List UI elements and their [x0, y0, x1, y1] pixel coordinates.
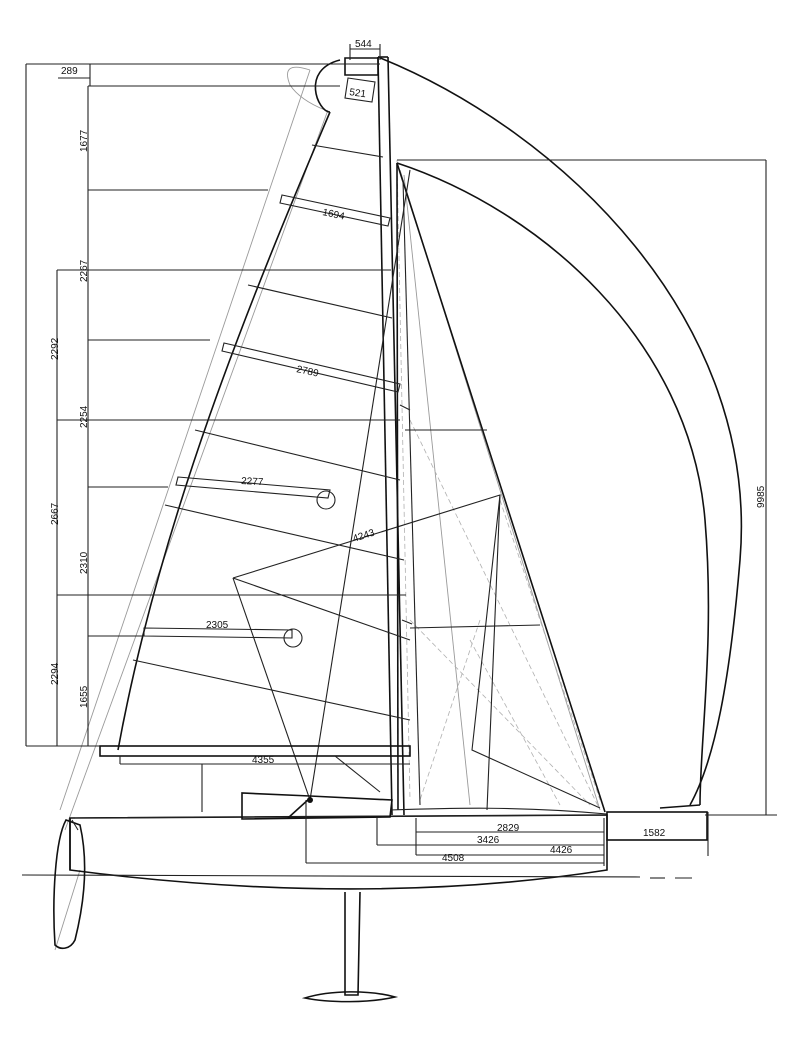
boom	[99, 745, 411, 812]
dim-4508: 4508	[442, 853, 465, 864]
dim-2829: 2829	[497, 823, 520, 834]
dim-boom-foot: 4355	[252, 755, 275, 766]
dim-batten2-to-batten3: 2254	[79, 405, 90, 428]
jib	[232, 162, 606, 813]
hull	[21, 792, 708, 1003]
dim-head-to-batten1: 1677	[79, 129, 90, 152]
dimension-labels: 544 289 521 1677 1694 2267 2292 2789 225…	[50, 39, 767, 864]
dim-headboard: 521	[349, 87, 367, 100]
dim-batten2-length: 2789	[295, 364, 319, 379]
dim-masthead-width: 544	[355, 39, 372, 50]
dim-batten1-to-batten2: 2267	[79, 259, 90, 282]
dim-top-offset: 289	[61, 66, 78, 77]
dim-batten3-to-batten4: 2310	[79, 551, 90, 574]
dim-jib-diagonal: 4243	[352, 527, 377, 544]
dim-4426: 4426	[550, 845, 573, 856]
dim-batten4-length: 2305	[206, 620, 229, 631]
spinnaker	[377, 56, 743, 809]
dim-batten1-length: 1694	[321, 207, 345, 222]
construction-lines	[54, 66, 601, 951]
dim-left-2667: 2667	[50, 502, 61, 525]
dim-left-2294: 2294	[50, 662, 61, 685]
mainsail	[117, 57, 411, 801]
mast	[377, 56, 413, 816]
dimension-lines	[25, 44, 777, 866]
dim-batten3-length: 2277	[241, 476, 264, 488]
dim-spinnaker-luff: 9985	[756, 485, 767, 508]
dim-3426: 3426	[477, 835, 500, 846]
dim-batten4-to-boom: 1655	[79, 685, 90, 708]
dim-left-2292: 2292	[50, 337, 61, 360]
dim-bowsprit: 1582	[643, 828, 666, 839]
